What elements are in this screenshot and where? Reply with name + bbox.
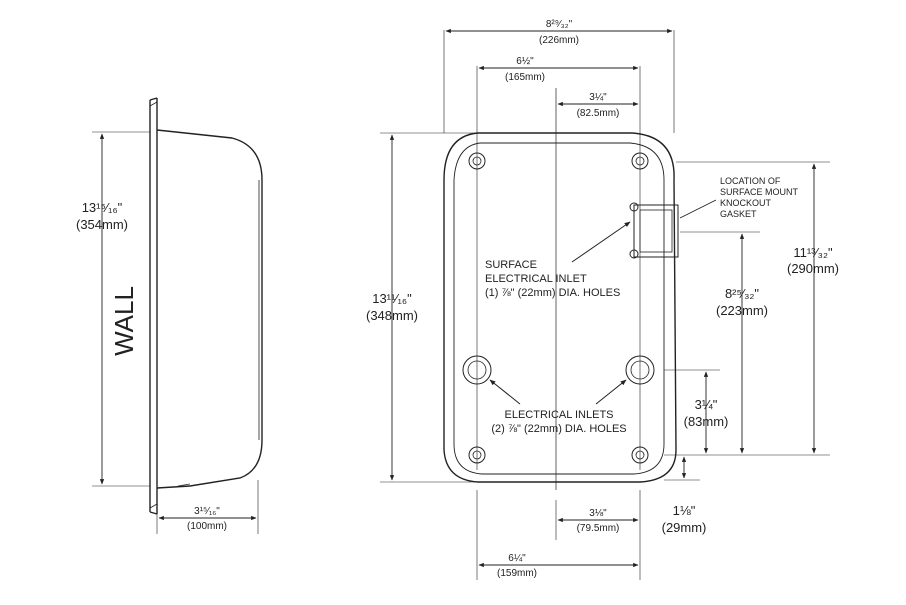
surface-inlet-label-1: SURFACE (485, 259, 537, 271)
gasket-label-2: SURFACE MOUNT (720, 187, 799, 197)
gasket-height-in: 8²⁵⁄₃₂" (725, 286, 759, 301)
bottom-offset-in: 1⅛" (673, 503, 696, 518)
inlets-label-2: (2) ⅞" (22mm) DIA. HOLES (491, 423, 626, 435)
mount-width-mm: (165mm) (505, 72, 545, 83)
inlet-half-in: 3⅛" (589, 508, 607, 519)
gasket-label-4: GASKET (720, 209, 757, 219)
front-height-in: 13¹¹⁄₁₆" (372, 291, 412, 306)
dryer-back-plate (453, 142, 665, 475)
inlet-height-mm: (83mm) (684, 414, 729, 429)
knockout-gasket (629, 202, 679, 259)
overall-width-in: 8²⁹⁄₃₂" (546, 19, 573, 30)
mounting-hole (631, 446, 649, 464)
half-width-mm: (82.5mm) (577, 108, 620, 119)
gasket-label-3: KNOCKOUT (720, 198, 772, 208)
right-height-mm: (290mm) (787, 261, 839, 276)
wall-label: WALL (109, 286, 139, 356)
surface-inlet-label-3: (1) ⅞" (22mm) DIA. HOLES (485, 287, 620, 299)
surface-inlet-label-2: ELECTRICAL INLET (485, 273, 587, 285)
mounting-hole (468, 152, 486, 170)
inlet-span-mm: (159mm) (497, 568, 537, 579)
dryer-front-outline (443, 132, 677, 483)
inlets-label-1: ELECTRICAL INLETS (504, 409, 613, 421)
inlet-height-in: 3¼" (695, 397, 718, 412)
mounting-hole (631, 152, 649, 170)
front-view: 8²⁹⁄₃₂" (226mm) 6½" (165mm) 3¼" (82.5mm)… (366, 19, 839, 580)
side-height-mm: (354mm) (76, 217, 128, 232)
mount-width-in: 6½" (516, 56, 534, 67)
side-height-in: 13¹⁵⁄₁₆" (82, 200, 123, 215)
right-height-in: 11¹³⁄₃₂" (793, 245, 833, 260)
side-depth-in: 3¹⁵⁄₁₆" (194, 506, 220, 517)
side-depth-mm: (100mm) (187, 521, 227, 532)
electrical-inlet (625, 355, 655, 385)
gasket-leader (679, 199, 717, 219)
front-height-mm: (348mm) (366, 308, 418, 323)
gasket-label-1: LOCATION OF (720, 176, 781, 186)
inlet-half-mm: (79.5mm) (577, 523, 620, 534)
overall-width-mm: (226mm) (539, 35, 579, 46)
half-width-in: 3¼" (589, 91, 607, 103)
electrical-inlet (462, 355, 492, 385)
inlet-leader-right (595, 379, 627, 405)
inlet-leader-left (489, 379, 521, 405)
surface-inlet-leader (571, 221, 631, 263)
wall-plate (149, 97, 158, 515)
dryer-side-profile (156, 129, 263, 489)
side-view: WALL 13¹⁵⁄₁₆" (354mm) 3¹⁵⁄₁₆" (100mm) (76, 97, 263, 534)
bottom-offset-mm: (29mm) (662, 520, 707, 535)
gasket-height-mm: (223mm) (716, 303, 768, 318)
inlet-span-in: 6¼" (508, 552, 526, 564)
mounting-hole (468, 446, 486, 464)
